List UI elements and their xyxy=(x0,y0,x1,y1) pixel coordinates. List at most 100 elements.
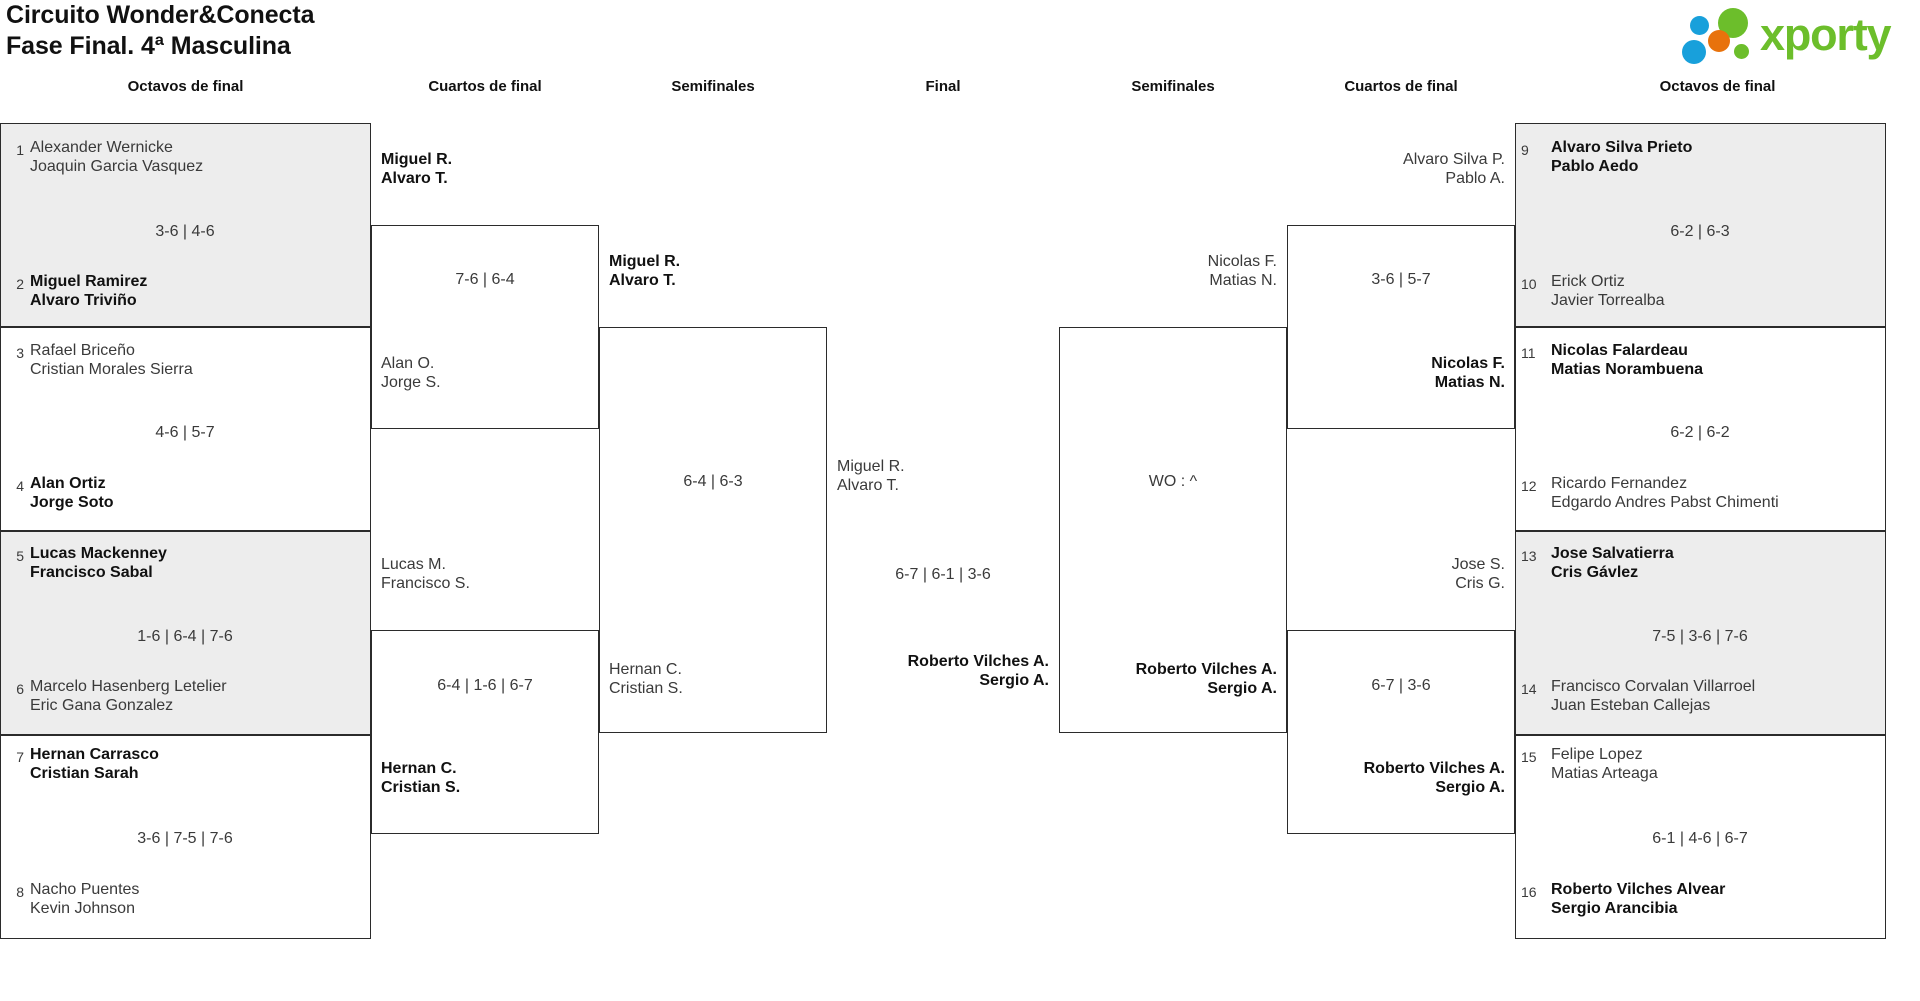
seed-number: 12 xyxy=(1521,478,1537,494)
team-left-qf-2-top: Lucas M.Francisco S. xyxy=(381,556,470,592)
seed-number: 5 xyxy=(16,548,24,564)
match-box-left-r16-3[interactable] xyxy=(0,531,371,735)
seed-number: 2 xyxy=(16,276,24,292)
match-box-left-qf-1[interactable] xyxy=(371,225,599,429)
team-left-qf-2-bottom: Hernan C.Cristian S. xyxy=(381,760,461,796)
round-header-final: Final xyxy=(925,78,961,95)
match-box-left-r16-4[interactable] xyxy=(0,735,371,939)
seed-number: 1 xyxy=(16,142,24,158)
match-box-right-r16-2[interactable] xyxy=(1515,327,1886,531)
score-left-r16-4: 3-6 | 7-5 | 7-6 xyxy=(137,830,233,847)
score-left-r16-2: 4-6 | 5-7 xyxy=(155,424,215,441)
match-box-right-r16-3[interactable] xyxy=(1515,531,1886,735)
seed-number: 4 xyxy=(16,478,24,494)
score-right-qf-2: 6-7 | 3-6 xyxy=(1371,677,1431,694)
page-title: Circuito Wonder&Conecta Fase Final. 4ª M… xyxy=(6,0,314,62)
match-box-right-qf-2[interactable] xyxy=(1287,630,1515,834)
score-left-qf-2: 6-4 | 1-6 | 6-7 xyxy=(437,677,533,694)
team-right-qf-2-bottom: Roberto Vilches A.Sergio A. xyxy=(1363,760,1505,796)
score-right-r16-2: 6-2 | 6-2 xyxy=(1670,424,1730,441)
score-right-r16-4: 6-1 | 4-6 | 6-7 xyxy=(1652,830,1748,847)
score-right-r16-3: 7-5 | 3-6 | 7-6 xyxy=(1652,628,1748,645)
logo-wordmark: xporty xyxy=(1760,9,1892,60)
score-left-r16-3: 1-6 | 6-4 | 7-6 xyxy=(137,628,233,645)
seed-number: 6 xyxy=(16,681,24,697)
match-box-left-sf-1[interactable] xyxy=(599,327,827,733)
match-box-left-r16-1[interactable] xyxy=(0,123,371,327)
team-right-sf-top: Nicolas F.Matias N. xyxy=(1207,253,1277,289)
score-left-r16-1: 3-6 | 4-6 xyxy=(155,223,215,240)
team-left-sf-top: Miguel R.Alvaro T. xyxy=(609,253,681,289)
team-right-qf-1-top: Alvaro Silva P.Pablo A. xyxy=(1403,151,1505,187)
match-box-right-qf-1[interactable] xyxy=(1287,225,1515,429)
round-header-sf-right: Semifinales xyxy=(1131,78,1215,95)
seed-number: 3 xyxy=(16,345,24,361)
round-header-r16-right: Octavos de final xyxy=(1659,78,1776,95)
team-final-right: Roberto Vilches A.Sergio A. xyxy=(907,653,1049,689)
seed-number: 16 xyxy=(1521,884,1537,900)
logo-dot-blue-large xyxy=(1682,40,1706,64)
round-header-qf-right: Cuartos de final xyxy=(1344,78,1458,95)
round-header-r16-left: Octavos de final xyxy=(127,78,244,95)
match-box-left-qf-2[interactable] xyxy=(371,630,599,834)
seed-number: 9 xyxy=(1521,142,1529,158)
logo-dot-blue-small xyxy=(1690,16,1709,35)
logo-dot-green-small xyxy=(1734,44,1749,59)
team-right-qf-1-bottom: Nicolas F.Matias N. xyxy=(1431,355,1505,391)
seed-number: 11 xyxy=(1521,345,1536,361)
match-box-right-r16-4[interactable] xyxy=(1515,735,1886,939)
round-header-qf-left: Cuartos de final xyxy=(428,78,542,95)
seed-number: 7 xyxy=(16,749,24,765)
team-left-qf-1-top: Miguel R.Alvaro T. xyxy=(381,151,453,187)
team-left-sf-bottom: Hernan C.Cristian S. xyxy=(609,661,683,697)
title-line-2: Fase Final. 4ª Masculina xyxy=(6,32,291,60)
seed-number: 13 xyxy=(1521,548,1537,564)
match-box-right-r16-1[interactable] xyxy=(1515,123,1886,327)
match-box-left-r16-2[interactable] xyxy=(0,327,371,531)
seed-number: 15 xyxy=(1521,749,1537,765)
score-left-qf-1: 7-6 | 6-4 xyxy=(455,271,515,288)
score-right-r16-1: 6-2 | 6-3 xyxy=(1670,223,1730,240)
title-line-1: Circuito Wonder&Conecta xyxy=(6,1,315,29)
round-header-sf-left: Semifinales xyxy=(671,78,755,95)
logo-dot-orange xyxy=(1708,30,1730,52)
seed-number: 10 xyxy=(1521,276,1537,292)
team-left-qf-1-bottom: Alan O.Jorge S. xyxy=(381,355,441,391)
team-right-qf-2-top: Jose S.Cris G. xyxy=(1451,556,1505,592)
team-right-sf-bottom: Roberto Vilches A.Sergio A. xyxy=(1135,661,1277,697)
match-box-right-sf-1[interactable] xyxy=(1059,327,1287,733)
score-right-sf: WO : ^ xyxy=(1148,473,1198,490)
team-final-left: Miguel R.Alvaro T. xyxy=(837,458,905,494)
seed-number: 8 xyxy=(16,884,24,900)
score-final: 6-7 | 6-1 | 3-6 xyxy=(895,566,991,583)
